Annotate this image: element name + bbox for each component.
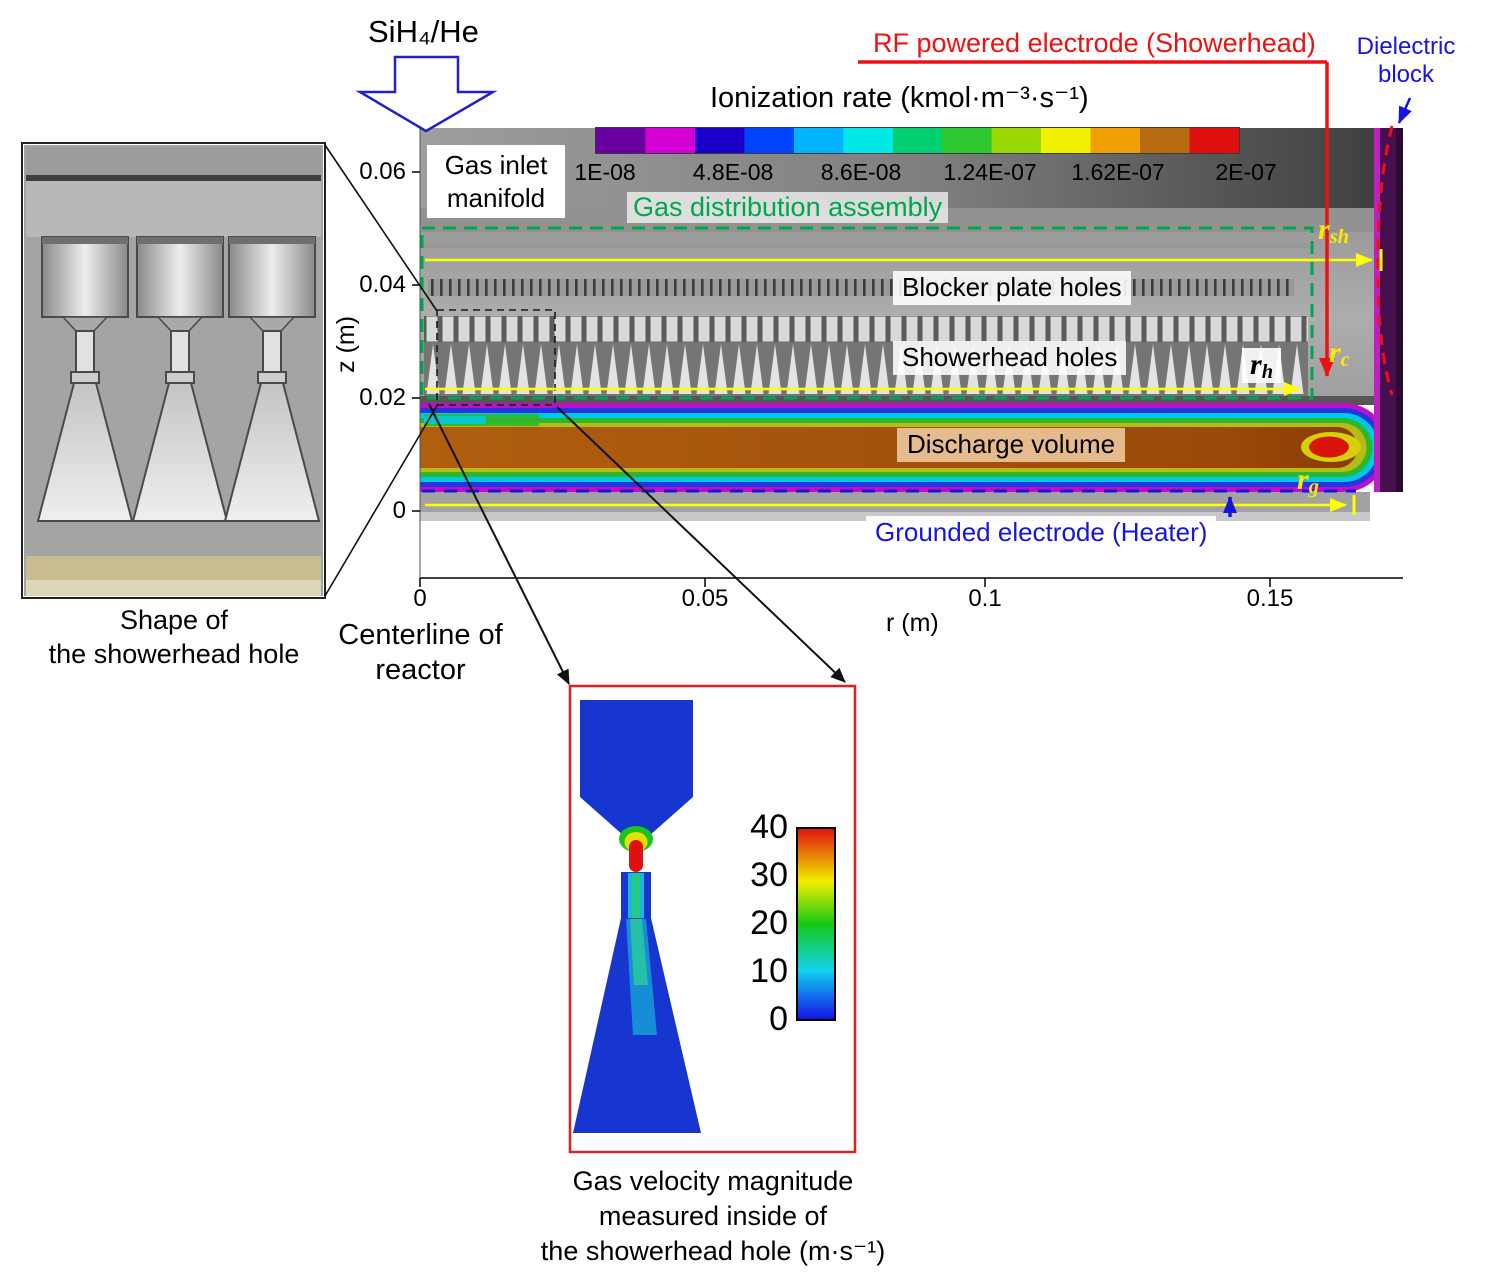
radius-arrows	[425, 249, 1383, 515]
velocity-caption-line1: Gas velocity magnitude	[572, 1166, 854, 1196]
y-tick: 0.06	[359, 158, 406, 185]
centerline-line1: Centerline of	[338, 619, 503, 651]
x-tick: 0	[413, 585, 427, 612]
colorbar-tick: 1.62E-07	[1071, 159, 1165, 185]
velocity-hotspot	[629, 840, 643, 872]
showerhead-holes-funnel-band	[424, 342, 1308, 396]
radius-g-base: r	[1297, 463, 1309, 496]
hole-unit-2	[131, 236, 229, 522]
radius-sh-base: r	[1318, 213, 1330, 246]
velocity-tick: 20	[750, 904, 788, 942]
centerline-line2: reactor	[375, 653, 466, 686]
y-axis-label: z (m)	[332, 315, 361, 373]
discharge-volume-label: Discharge volume	[897, 428, 1126, 462]
radius-sh-sub: sh	[1329, 226, 1349, 249]
colorbar-tick: 4.8E-08	[692, 159, 774, 185]
x-tick: 0.05	[681, 585, 729, 612]
radius-sh-label: rsh	[1318, 213, 1349, 248]
radius-h-label: rh	[1242, 348, 1282, 384]
radius-c-label: rc	[1329, 336, 1350, 371]
showerhead-shape-inset	[21, 142, 326, 599]
x-axis-label: r (m)	[886, 609, 939, 637]
inset-border	[21, 142, 326, 599]
radius-g-label: rg	[1297, 463, 1319, 498]
plot-title: Ionization rate (kmol·m⁻³·s⁻¹)	[710, 82, 1089, 114]
hole-unit-1	[36, 236, 134, 522]
colorbar-tick: 1E-08	[574, 159, 636, 185]
gas-inlet-manifold-label: Gas inlet manifold	[427, 145, 565, 218]
velocity-pointer-arrow-left	[428, 403, 570, 685]
connector-line-top	[324, 144, 438, 312]
x-tick: 0.1	[968, 585, 1002, 612]
velocity-tick: 30	[750, 856, 788, 894]
colorbar-tick: 8.6E-08	[820, 159, 902, 185]
gas-distribution-dashed-box	[420, 226, 1314, 400]
dielectric-line1: Dielectric	[1356, 33, 1456, 60]
velocity-pointer-arrow-right	[556, 406, 846, 683]
connector-line-bottom	[324, 403, 439, 597]
shape-inset-caption: Shape of the showerhead hole	[28, 604, 320, 672]
hole-unit-3	[223, 236, 321, 522]
y-tick: 0.02	[359, 384, 406, 411]
shape-caption-line2: the showerhead hole	[48, 638, 300, 669]
gas-inlet-arrow-icon	[355, 55, 498, 133]
colorbar-tick: 2E-07	[1215, 159, 1277, 185]
velocity-top-block	[580, 700, 693, 836]
radius-h-base: r	[1250, 348, 1262, 381]
velocity-tick: 0	[769, 1000, 788, 1038]
velocity-inset-caption: Gas velocity magnitude measured inside o…	[538, 1164, 888, 1269]
showerhead-holes-top-band	[424, 316, 1308, 342]
rf-electrode-dashed-outline	[1376, 125, 1394, 396]
blocker-plate-holes-band	[428, 279, 1294, 296]
rf-electrode-label: RF powered electrode (Showerhead)	[873, 28, 1316, 58]
radius-g-sub: g	[1308, 476, 1319, 499]
axes	[412, 128, 1403, 587]
ionization-colorbar	[595, 127, 1240, 154]
dielectric-line2: block	[1377, 60, 1435, 88]
blocker-plate-label: Blocker plate holes	[893, 271, 1131, 305]
radius-c-sub: c	[1340, 349, 1350, 372]
y-tick: 0	[392, 497, 406, 524]
grounded-electrode-label: Grounded electrode (Heater)	[866, 516, 1217, 550]
velocity-caption-line3: the showerhead hole (m·s⁻¹)	[540, 1236, 886, 1267]
rf-electrode-pointer	[858, 60, 1394, 396]
dielectric-block-label: Dielectric block	[1350, 33, 1462, 88]
radius-h-sub: h	[1261, 361, 1274, 384]
dielectric-block-region	[1374, 128, 1403, 492]
gas-distribution-label: Gas distribution assembly	[627, 192, 949, 224]
showerhead-holes-label: Showerhead holes	[893, 341, 1127, 375]
colorbar-tick: 1.24E-07	[943, 159, 1037, 185]
x-tick: 0.15	[1246, 585, 1294, 612]
centerline-label: Centerline of reactor	[328, 618, 513, 688]
gas-feed-label: SiH₄/He	[368, 14, 479, 49]
velocity-colorbar	[796, 827, 836, 1021]
gas-inlet-line2: manifold	[446, 182, 546, 213]
dielectric-arrow-icon	[1397, 97, 1412, 124]
velocity-inset	[568, 684, 857, 1154]
radius-c-base: r	[1329, 336, 1341, 369]
gas-inlet-line1: Gas inlet	[444, 150, 548, 180]
zoom-region-dashed-box	[436, 309, 556, 406]
velocity-tick: 40	[750, 808, 788, 846]
velocity-caption-line2: measured inside of	[598, 1201, 828, 1232]
y-tick: 0.04	[359, 271, 406, 298]
shape-caption-line1: Shape of	[119, 605, 229, 635]
velocity-tick: 10	[750, 952, 788, 990]
